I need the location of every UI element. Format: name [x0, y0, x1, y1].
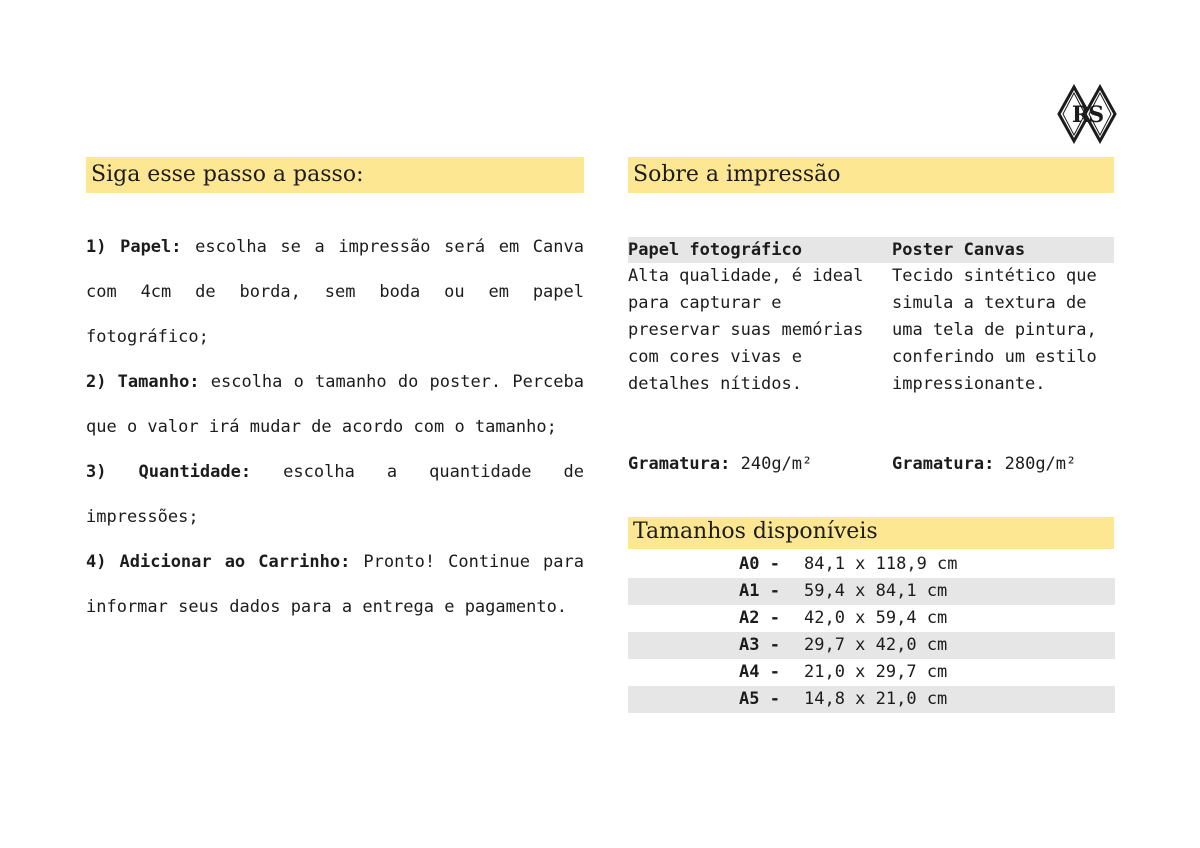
gramatura-value: 240g/m² [740, 454, 813, 474]
size-value: 14,8 x 21,0 cm [804, 689, 948, 709]
svg-text:RS: RS [1072, 102, 1103, 128]
sizes-table: A0 - 84,1 x 118,9 cm A1 - 59,4 x 84,1 cm A… [628, 551, 1115, 713]
photo-paper-description: Alta qualidade, é ideal para capturar e … [628, 266, 864, 394]
size-code: A1 - [739, 581, 780, 601]
step-label: 4) Adicionar ao Carrinho: [86, 552, 351, 572]
canvas-poster-gramatura: Gramatura: 280g/m² [892, 452, 1076, 476]
photo-paper-heading: Papel fotográfico [628, 237, 892, 263]
step-item: 3) Quantidade: escolha a quantidade de i… [86, 450, 584, 540]
canvas-poster-description: Tecido sintético que simula a textura de… [892, 266, 1097, 394]
size-value: 42,0 x 59,4 cm [804, 608, 948, 628]
step-text: escolha o tamanho do poster. Perceba que… [86, 372, 584, 437]
rs-logo: RS [1057, 84, 1117, 144]
size-row: A4 - 21,0 x 29,7 cm [628, 659, 1115, 686]
size-value: 59,4 x 84,1 cm [804, 581, 948, 601]
size-value: 29,7 x 42,0 cm [804, 635, 948, 655]
steps-list: 1) Papel: escolha se a impressão será em… [86, 225, 584, 630]
size-row: A2 - 42,0 x 59,4 cm [628, 605, 1115, 632]
size-code: A4 - [739, 662, 780, 682]
size-row: A3 - 29,7 x 42,0 cm [628, 632, 1115, 659]
about-title: Sobre a impressão [628, 157, 1114, 193]
size-row: A5 - 14,8 x 21,0 cm [628, 686, 1115, 713]
sizes-title: Tamanhos disponíveis [628, 517, 1114, 549]
step-text: escolha se a impressão será em Canva com… [86, 237, 584, 347]
step-item: 4) Adicionar ao Carrinho: Pronto! Contin… [86, 540, 584, 630]
size-row: A1 - 59,4 x 84,1 cm [628, 578, 1115, 605]
gramatura-value: 280g/m² [1004, 454, 1077, 474]
size-code: A3 - [739, 635, 780, 655]
size-value: 84,1 x 118,9 cm [804, 554, 958, 574]
step-label: 1) Papel: [86, 237, 182, 257]
canvas-poster-heading: Poster Canvas [892, 237, 1114, 263]
gramatura-label: Gramatura: [628, 454, 731, 474]
size-code: A5 - [739, 689, 780, 709]
size-code: A0 - [739, 554, 780, 574]
step-label: 2) Tamanho: [86, 372, 200, 392]
size-code: A2 - [739, 608, 780, 628]
photo-paper-gramatura: Gramatura: 240g/m² [628, 452, 812, 476]
step-label: 3) Quantidade: [86, 462, 252, 482]
step-item: 2) Tamanho: escolha o tamanho do poster.… [86, 360, 584, 450]
size-row: A0 - 84,1 x 118,9 cm [628, 551, 1115, 578]
gramatura-label: Gramatura: [892, 454, 995, 474]
step-item: 1) Papel: escolha se a impressão será em… [86, 225, 584, 360]
steps-title: Siga esse passo a passo: [86, 157, 584, 193]
step-text: escolha a quantidade de impressões; [86, 462, 584, 527]
size-value: 21,0 x 29,7 cm [804, 662, 948, 682]
step-text: Pronto! Continue para informar seus dado… [86, 552, 584, 617]
